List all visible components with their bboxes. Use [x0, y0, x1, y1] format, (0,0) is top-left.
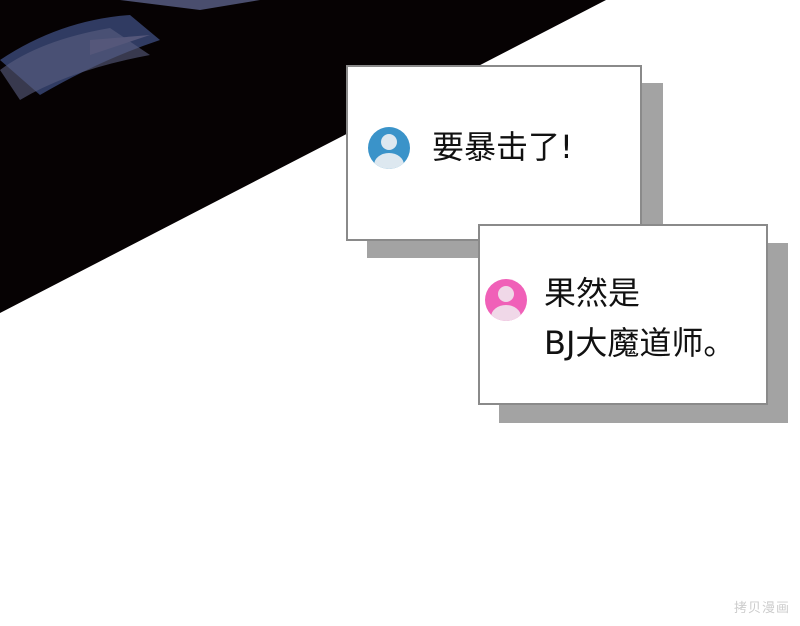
user-avatar-icon [485, 279, 527, 321]
comment-box-2: 果然是 BJ大魔道师。 [478, 224, 768, 405]
user-avatar-icon [368, 127, 410, 169]
comment-text: 要暴击了! [432, 128, 573, 166]
comment-text-line-2: BJ大魔道师。 [544, 324, 736, 362]
watermark: 拷贝漫画 [733, 601, 790, 616]
comment-box-1: 要暴击了! [346, 65, 642, 241]
comment-text-line-1: 果然是 [544, 274, 641, 312]
